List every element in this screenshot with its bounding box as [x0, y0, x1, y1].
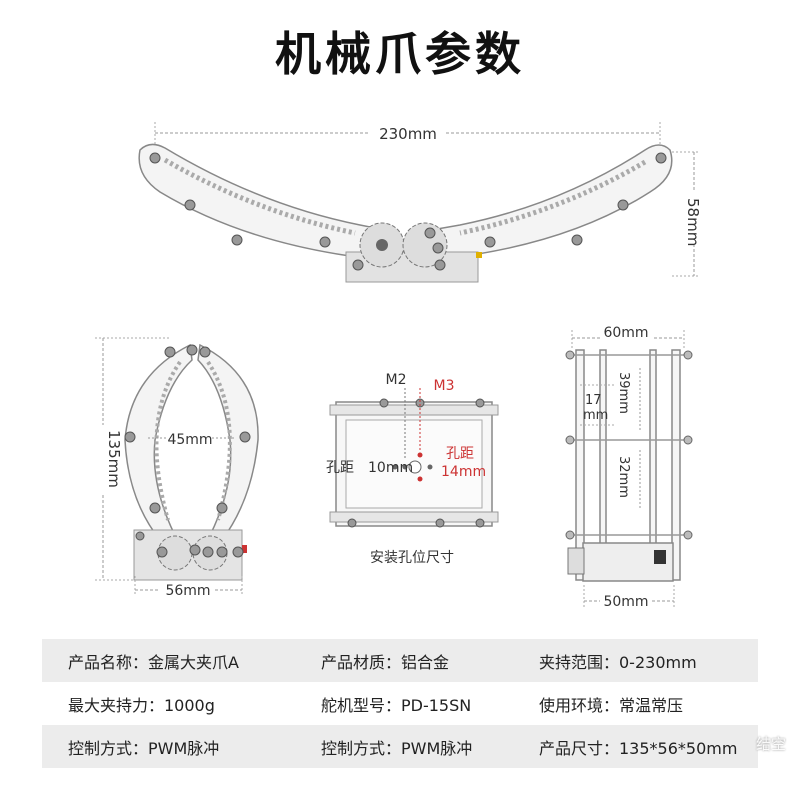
spec-control-mode: 控制方式：PWM脉冲: [68, 738, 220, 758]
dim-32: 32mm: [616, 456, 631, 498]
spec-row: 控制方式：PWM脉冲 控制方式：PWM脉冲 产品尺寸：135*56*50mm: [42, 725, 758, 768]
dim-39: 39mm: [616, 372, 631, 414]
spec-table: 产品名称：金属大夹爪A 产品材质：铝合金 夹持范围：0-230mm 最大夹持力：…: [42, 639, 758, 768]
dim-14: 14mm: [441, 464, 486, 480]
top-gripper-view: 230mm 58mm: [138, 122, 702, 283]
label-hole-spacing: 孔距: [326, 460, 354, 476]
spec-environment: 使用环境：常温常压: [539, 695, 684, 715]
dim-17: 17: [585, 393, 602, 408]
spec-material: 产品材质：铝合金: [321, 652, 450, 672]
right-jaw: [419, 144, 673, 259]
dim-56: 56mm: [165, 583, 210, 599]
spec-control-mode-2: 控制方式：PWM脉冲: [321, 738, 473, 758]
dim-50: 50mm: [603, 594, 648, 610]
mounting-caption: 安装孔位尺寸: [370, 550, 454, 566]
label-m2: M2: [386, 372, 407, 388]
spec-max-force: 最大夹持力：1000g: [68, 695, 215, 715]
spec-product-name: 产品名称：金属大夹爪A: [68, 652, 239, 672]
dim-230: 230mm: [379, 125, 437, 143]
gripper-diagram: 230mm 58mm: [95, 122, 702, 610]
spec-row: 最大夹持力：1000g 舵机型号：PD-15SN 使用环境：常温常压: [42, 682, 758, 725]
mounting-holes-view: M2 M3 孔距 10mm 孔距 14mm 安装孔位尺寸: [326, 372, 499, 566]
spec-servo-model: 舵机型号：PD-15SN: [321, 695, 472, 715]
page-title: 机械爪参数: [275, 27, 525, 81]
spec-row: 产品名称：金属大夹爪A 产品材质：铝合金 夹持范围：0-230mm: [42, 639, 758, 682]
gear-right-icon: [402, 222, 448, 268]
left-gripper-view: 135mm 45mm 56mm: [95, 337, 259, 599]
spec-product-size: 产品尺寸：135*56*50mm: [539, 738, 738, 758]
watermark: 结空: [755, 735, 786, 753]
side-view: 60mm 17 mm 39mm 32mm: [565, 325, 693, 610]
dim-45: 45mm: [167, 432, 212, 448]
dim-58: 58mm: [684, 198, 702, 246]
dim-60: 60mm: [603, 325, 648, 341]
label-m3: M3: [434, 378, 455, 394]
dim-135: 135mm: [105, 430, 123, 488]
dim-17-unit: mm: [583, 408, 608, 423]
label-hole-spacing-2: 孔距: [446, 446, 474, 462]
spec-grip-range: 夹持范围：0-230mm: [539, 652, 697, 672]
dim-10: 10mm: [368, 460, 413, 476]
left-jaw: [138, 143, 396, 259]
